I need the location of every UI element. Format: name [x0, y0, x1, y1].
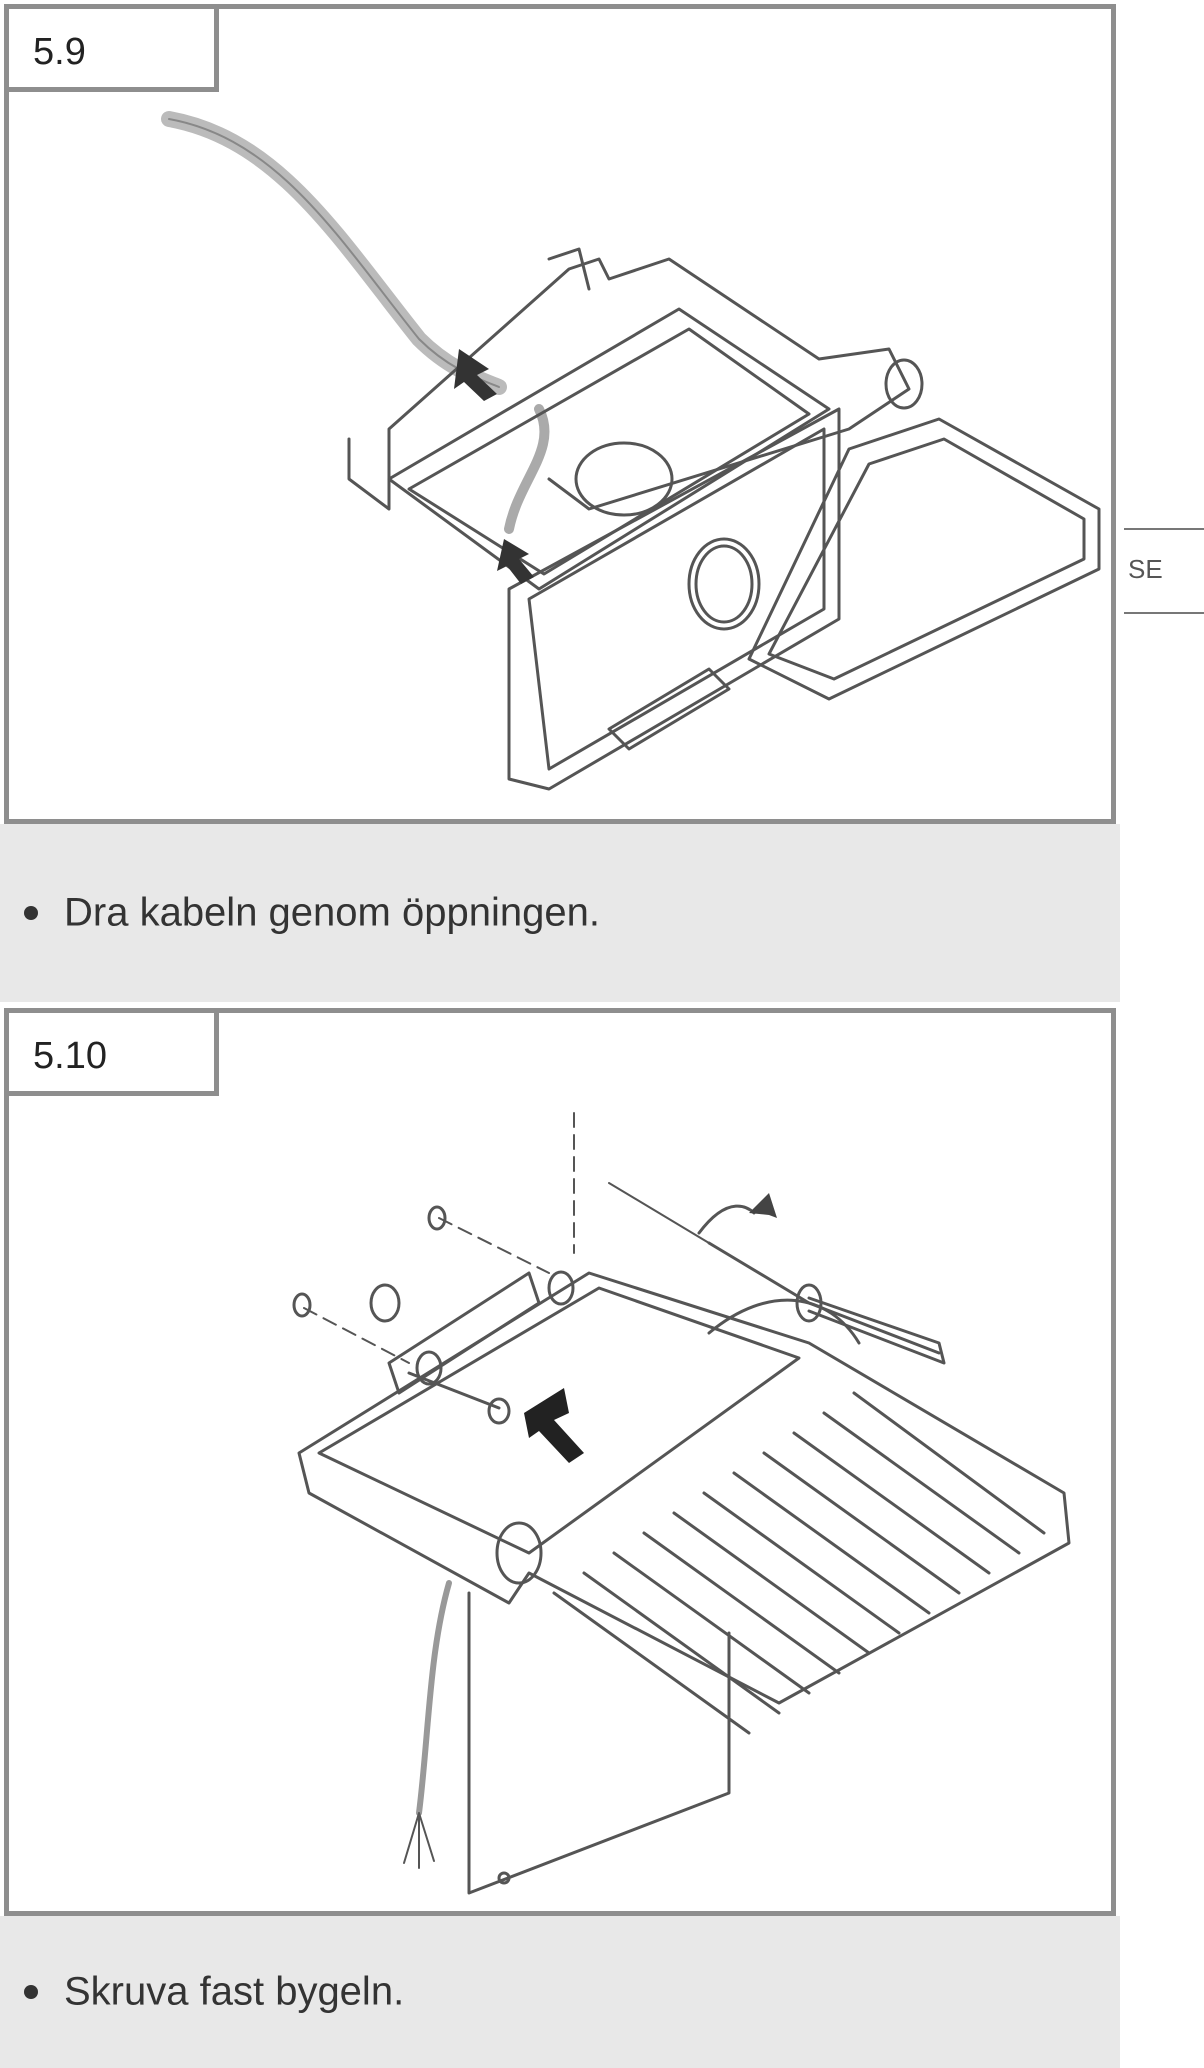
step-5-10-panel: 5.10 — [4, 1008, 1116, 1916]
bullet — [24, 906, 38, 920]
step-number: 5.9 — [9, 9, 219, 92]
bracket-mounting-illustration — [292, 1112, 1071, 1895]
step-5-10-caption: Skruva fast bygeln. — [0, 1916, 1120, 2068]
instruction-text: Dra kabeln genom öppningen. — [64, 890, 600, 935]
tab-divider-bottom — [1124, 612, 1204, 614]
bullet — [24, 1985, 38, 1999]
step-number: 5.10 — [9, 1013, 219, 1096]
language-tab: SE — [1124, 528, 1204, 614]
tab-divider-top — [1124, 528, 1204, 530]
step-5-9-caption: Dra kabeln genom öppningen. — [0, 824, 1120, 1002]
cable-routing-illustration — [161, 111, 1101, 791]
step-5-9-panel: 5.9 — [4, 4, 1116, 824]
instruction-text: Skruva fast bygeln. — [64, 1969, 405, 2014]
language-code: SE — [1128, 554, 1163, 584]
